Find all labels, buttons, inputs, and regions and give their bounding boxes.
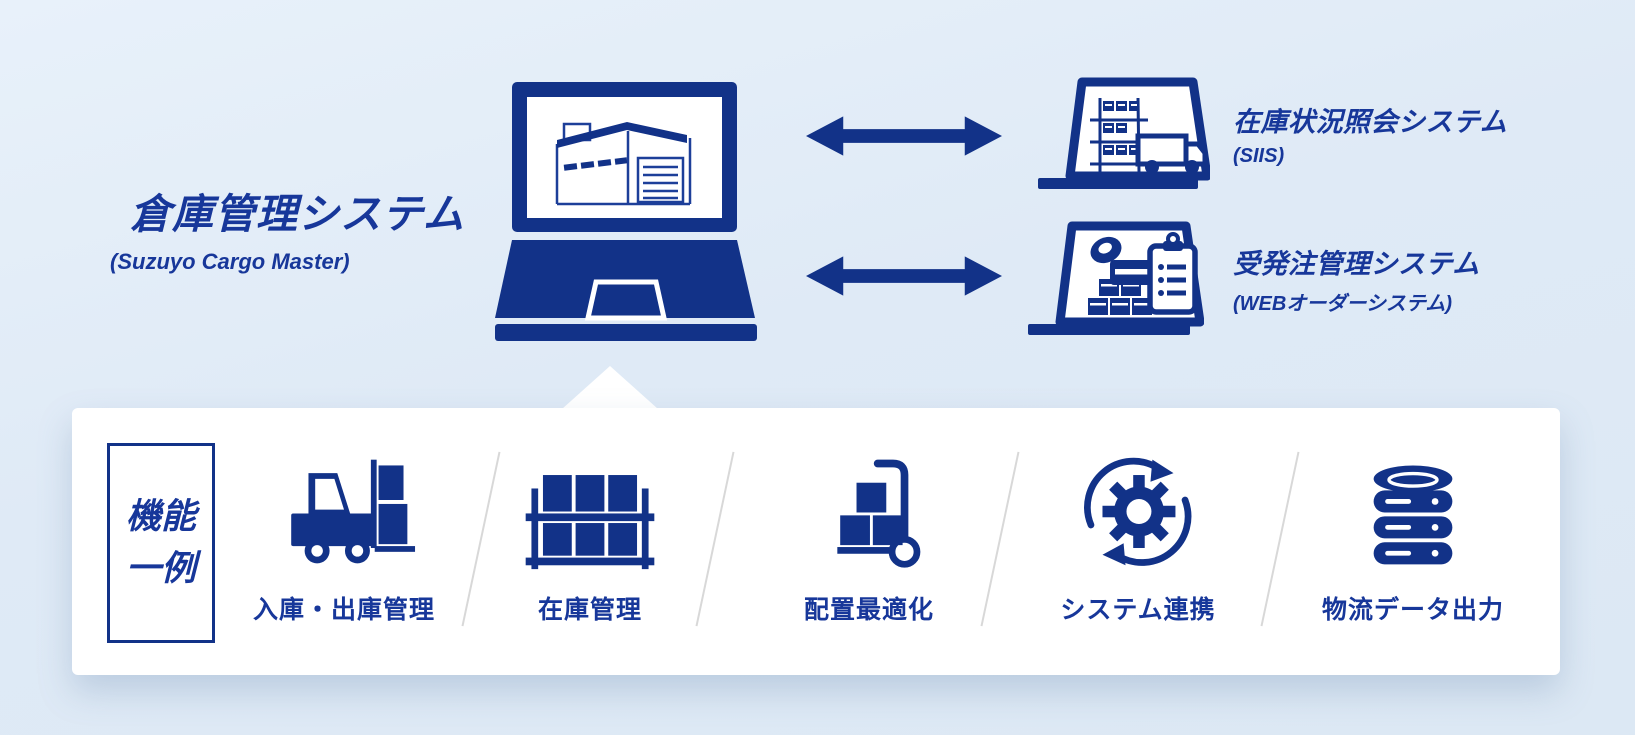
linked-system-1-subtitle: (SIIS) xyxy=(1233,145,1285,167)
handtruck-boxes-icon xyxy=(749,452,989,572)
feature-label: 在庫管理 xyxy=(537,596,642,624)
features-header-line2: 一例 xyxy=(125,549,196,588)
double-arrow-icon xyxy=(806,254,1002,303)
database-icon xyxy=(1293,452,1533,572)
linked-system-1: 在庫状況照会システム (SIIS) xyxy=(1233,100,1507,168)
feature-placement: 配置最適化 xyxy=(749,452,989,626)
feature-label: システム連携 xyxy=(1060,596,1216,624)
panel-pointer-triangle xyxy=(562,366,658,409)
feature-data-output: 物流データ出力 xyxy=(1293,452,1533,626)
storage-rack-icon xyxy=(470,452,710,572)
feature-inventory: 在庫管理 xyxy=(470,452,710,626)
main-system-subtitle: (Suzuyo Cargo Master) xyxy=(110,249,350,274)
double-arrow-icon xyxy=(806,114,1002,163)
gear-sync-icon xyxy=(1018,452,1258,572)
laptop-order-clipboard-icon xyxy=(1014,218,1205,336)
feature-system-link: システム連携 xyxy=(1018,452,1258,626)
forklift-icon xyxy=(224,452,464,572)
linked-system-2-subtitle: (WEBオーダーシステム) xyxy=(1233,293,1452,315)
feature-label: 入庫・出庫管理 xyxy=(252,596,435,624)
main-system-title: 倉庫管理システム xyxy=(130,191,465,237)
features-header-box: 機能 一例 xyxy=(107,443,215,643)
linked-system-1-title: 在庫状況照会システム xyxy=(1233,107,1508,137)
feature-label: 配置最適化 xyxy=(803,596,934,624)
feature-inbound-outbound: 入庫・出庫管理 xyxy=(224,452,464,626)
linked-system-2: 受発注管理システム (WEBオーダーシステム) xyxy=(1233,242,1480,316)
feature-label: 物流データ出力 xyxy=(1321,596,1504,624)
linked-system-2-title: 受発注管理システム xyxy=(1233,249,1480,279)
laptop-inventory-truck-icon xyxy=(1020,76,1212,192)
features-header-line1: 機能 xyxy=(125,497,196,536)
main-system-title-block: 倉庫管理システム (Suzuyo Cargo Master) xyxy=(110,180,530,275)
laptop-warehouse-icon xyxy=(468,74,768,344)
